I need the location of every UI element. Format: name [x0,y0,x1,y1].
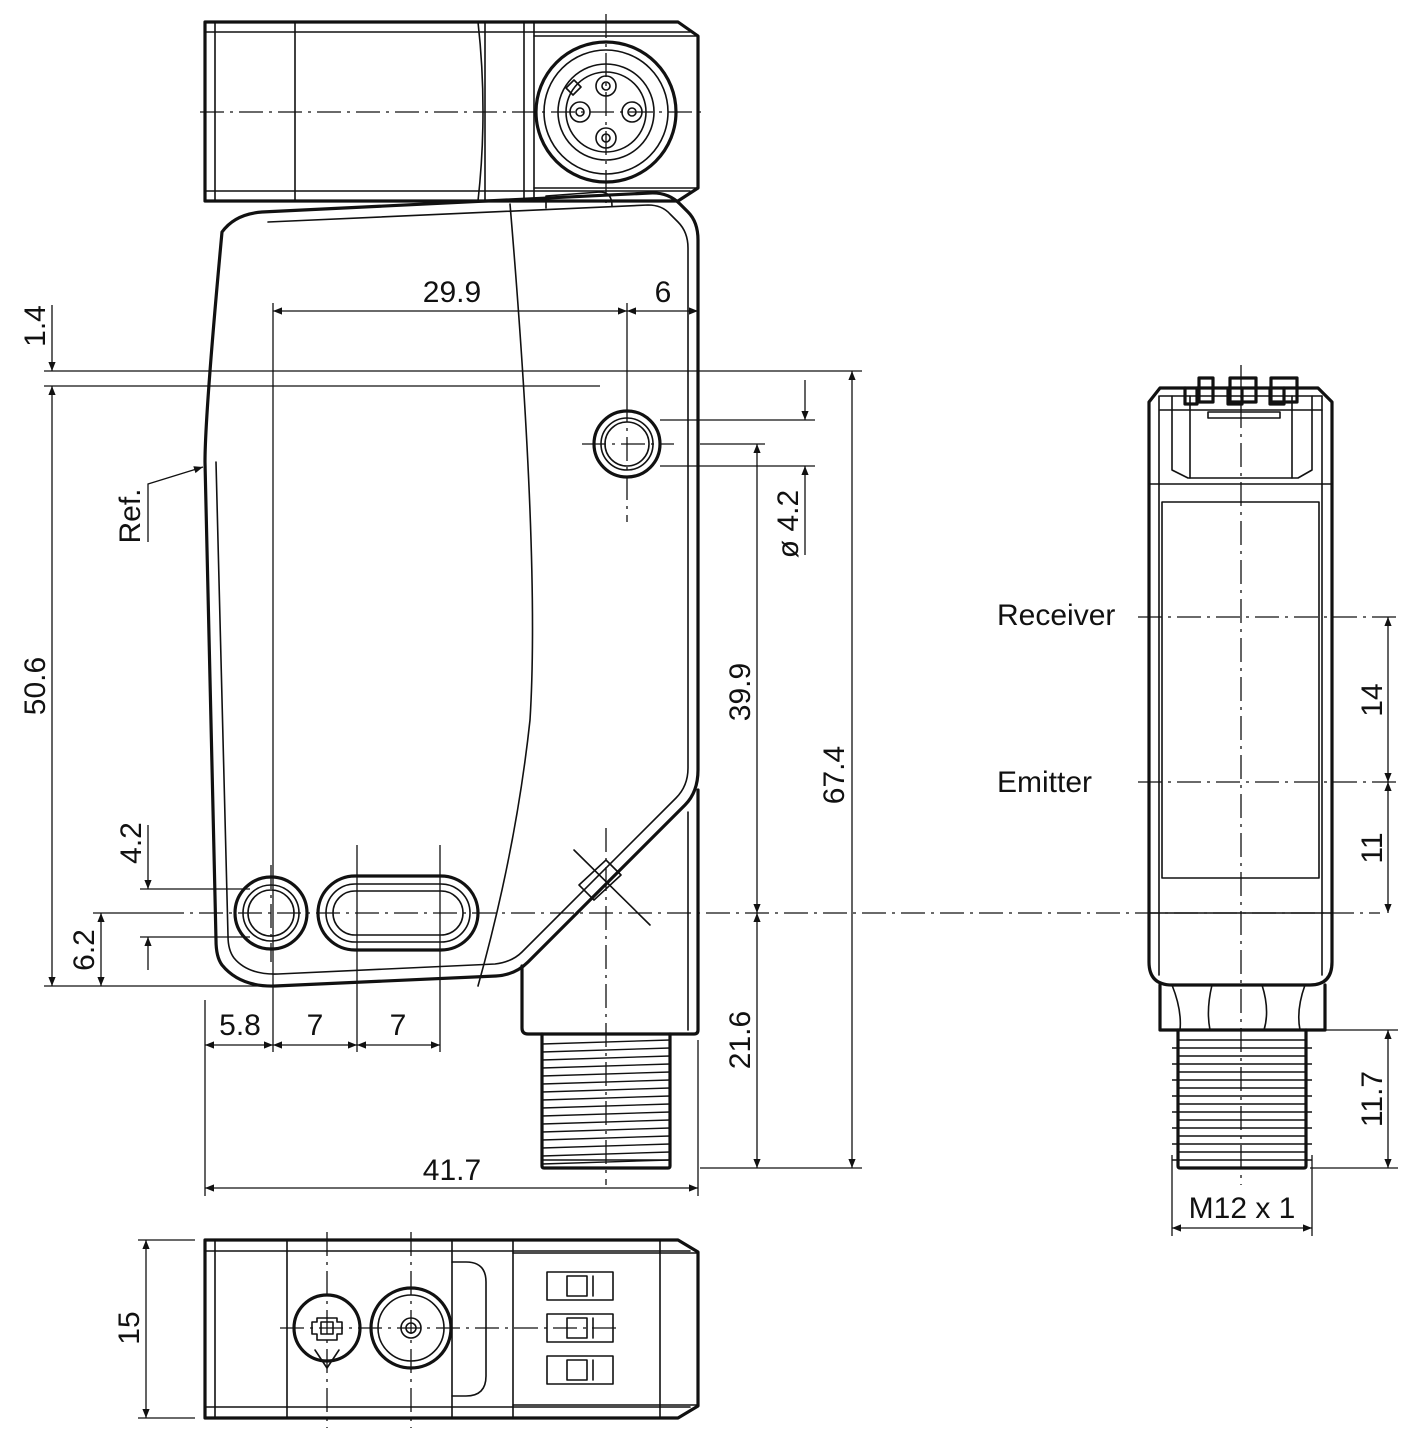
dim-41-7: 41.7 [423,1154,481,1187]
dim-11-7: 11.7 [1356,1071,1389,1127]
emitter-label: Emitter [997,766,1092,799]
dim-slot-7-a: 7 [307,1009,324,1042]
reference-label: Ref. [114,488,147,543]
top-view [200,14,705,208]
dim-21-6: 21.6 [724,1011,757,1069]
dim-1-4: 1.4 [19,305,52,347]
dim-39-9: 39.9 [724,663,757,721]
dim-14: 14 [1356,683,1389,716]
dim-50-6: 50.6 [19,657,52,715]
dim-6: 6 [655,276,672,309]
dim-11: 11 [1356,832,1389,863]
bottom-view [138,1232,700,1428]
dim-6-2: 6.2 [68,929,101,971]
front-view [160,191,1380,1185]
housing-outline [203,191,700,988]
dim-67-4: 67.4 [818,746,851,804]
extension-lines [44,303,862,1196]
dim-15: 15 [113,1311,146,1344]
dim-29-9: 29.9 [423,276,481,309]
dimension-labels: 29.9 6 1.4 50.6 Ref. ø 4.2 39.9 67.4 4.2… [19,276,1389,1345]
side-thread-connector [1172,1028,1312,1170]
thread-size-label: M12 x 1 [1189,1192,1296,1225]
dim-4-2: 4.2 [115,822,148,864]
receiver-label: Receiver [997,599,1115,632]
dim-hole-diameter: ø 4.2 [772,490,805,558]
side-view [1138,365,1398,1236]
dim-slot-7-b: 7 [390,1009,407,1042]
dimension-lines [48,305,856,1192]
thread-connector [540,1032,672,1170]
dim-5-8: 5.8 [219,1009,261,1042]
